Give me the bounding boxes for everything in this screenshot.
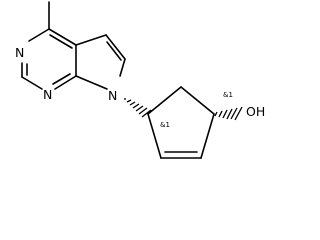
bond-c4-c4a <box>48 28 77 46</box>
bond-n1-c2 <box>21 76 43 90</box>
bond-c7a-n1-inner <box>52 73 71 85</box>
bond-c3-c4-ring <box>200 113 215 159</box>
bond-c1-c2-ring <box>147 86 182 115</box>
bond-c5-c6 <box>105 34 126 60</box>
atom-n3-label: N <box>15 45 24 60</box>
hashed-wedge-bond-oh <box>214 106 243 121</box>
bond-c5-c6-inner <box>106 41 122 61</box>
bond-c7a-n1 <box>54 75 77 90</box>
bond-c5-c1-ring <box>147 113 162 159</box>
bond-c2-c3-ring <box>180 86 215 115</box>
atom-n1-label: N <box>43 87 52 102</box>
molecule-drawing: N N N OH &1 &1 <box>15 1 265 159</box>
stereo-label-cn: &1 <box>160 121 170 129</box>
bond-n7-c7a <box>75 75 108 90</box>
atom-n7-label: N <box>108 88 117 103</box>
bond-c4a-c5 <box>75 34 107 46</box>
hashed-wedge-bond <box>124 98 152 118</box>
bond-c6-n7 <box>119 58 126 77</box>
bond-c4-c4a-inner <box>49 34 73 49</box>
atom-oh-label: OH <box>246 104 265 119</box>
structure-canvas: N N N OH &1 &1 <box>15 1 265 159</box>
bond-n3-c4 <box>28 28 50 42</box>
stereo-label-coh: &1 <box>223 91 233 99</box>
